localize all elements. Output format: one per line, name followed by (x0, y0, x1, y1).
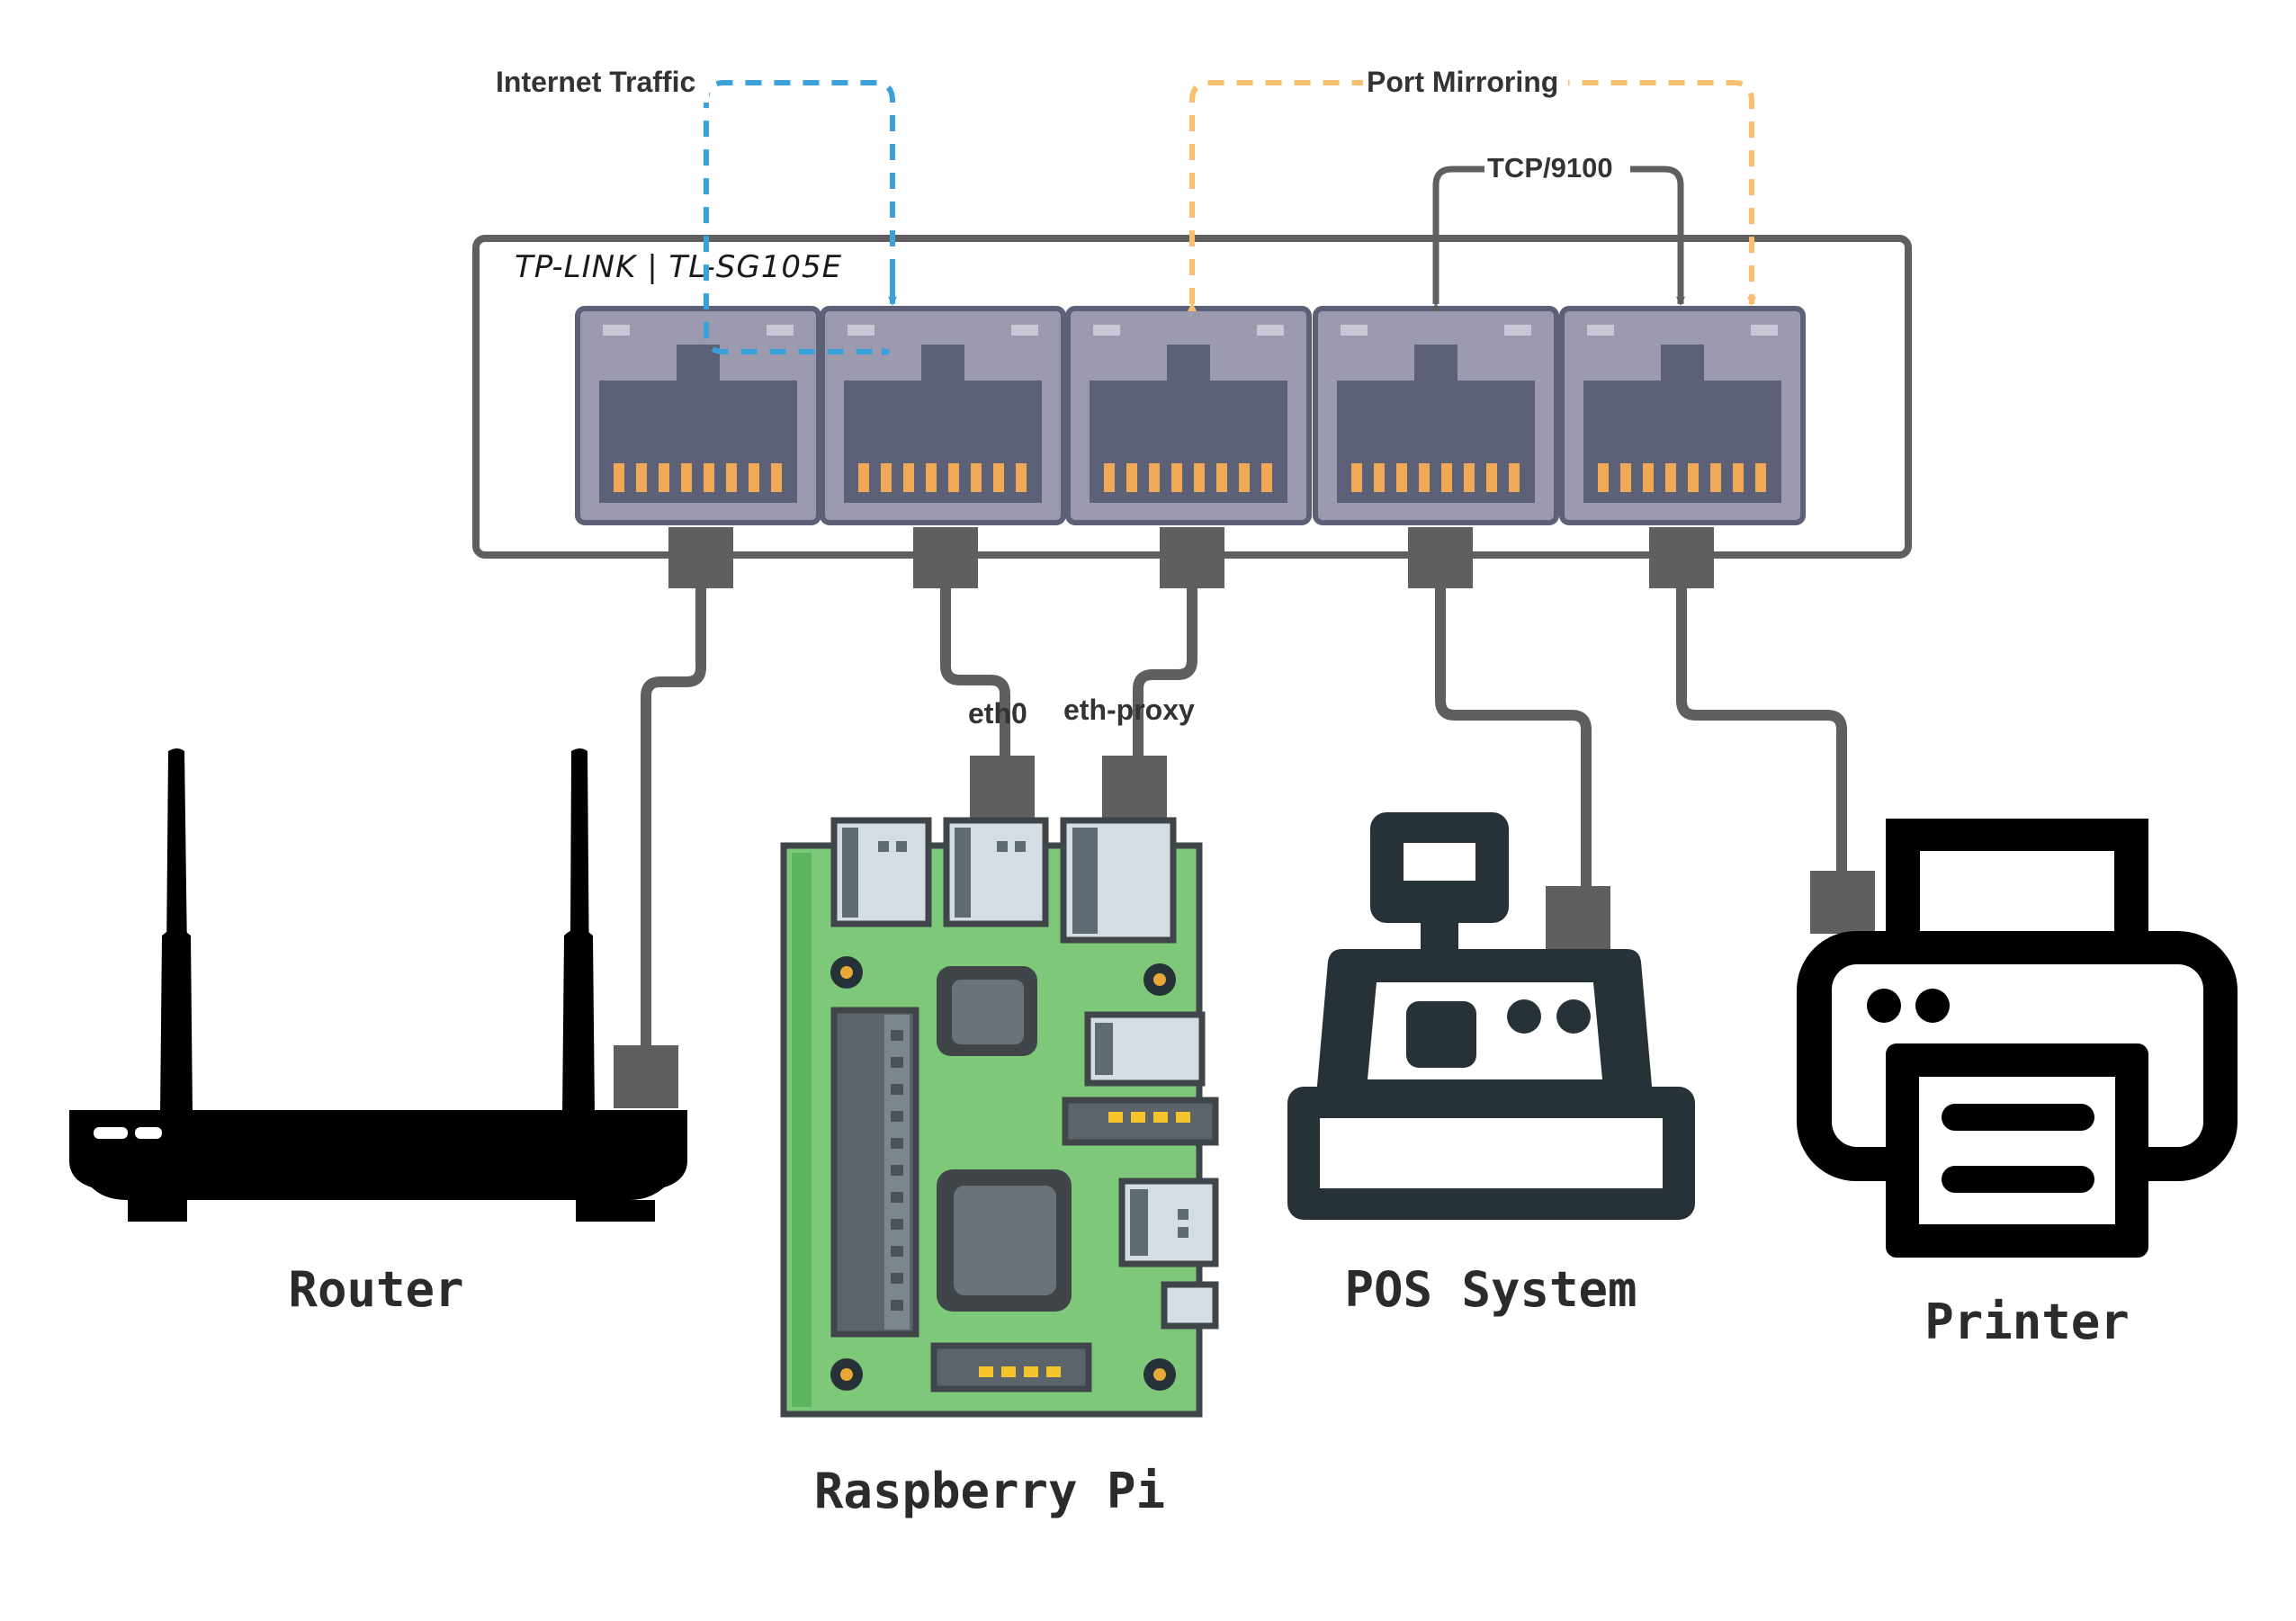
tcp-9100-label: TCP/9100 (1487, 152, 1613, 184)
plug-eth-proxy (1102, 756, 1167, 820)
cable-router (641, 585, 706, 1048)
switch-port-5 (1559, 306, 1806, 525)
cable-eth0 (940, 585, 1010, 760)
plug-switch-3 (1160, 527, 1224, 588)
eth0-label: eth0 (968, 697, 1027, 730)
switch-port-3 (1065, 306, 1312, 525)
switch-port-2 (820, 306, 1066, 525)
printer-icon (1797, 819, 2238, 1258)
plug-switch-2 (913, 527, 978, 588)
plug-eth0 (970, 756, 1035, 820)
raspberry-pi-icon (780, 817, 1219, 1418)
plug-router (614, 1045, 678, 1108)
plug-switch-5 (1649, 527, 1714, 588)
switch-port-1 (575, 306, 821, 525)
switch-port-4 (1313, 306, 1559, 525)
port-mirroring-label: Port Mirroring (1367, 66, 1558, 98)
cable-printer (1676, 585, 1847, 873)
plug-printer (1810, 871, 1875, 934)
pos-system-label: POS System (1344, 1261, 1637, 1318)
internet-traffic-arrow (704, 80, 895, 356)
eth-proxy-label: eth-proxy (1063, 694, 1195, 726)
internet-traffic-label: Internet Traffic (496, 66, 695, 98)
router-icon (69, 748, 687, 1222)
internet-traffic-label-bg (493, 63, 709, 103)
plug-pos (1546, 886, 1610, 949)
tcp-9100-label-bg (1484, 149, 1630, 187)
pos-system-icon (1287, 812, 1695, 1220)
port-mirroring-label-bg (1363, 63, 1568, 103)
switch-label: TP-LINK | TL-SG105E (515, 249, 842, 285)
raspberry-pi-label: Raspberry Pi (814, 1463, 1165, 1519)
cable-eth-proxy (1133, 585, 1197, 760)
plug-switch-1 (668, 527, 733, 588)
printer-label: Printer (1924, 1294, 2130, 1350)
plug-switch-4 (1408, 527, 1473, 588)
router-label: Router (288, 1261, 463, 1318)
cable-pos (1435, 585, 1592, 889)
